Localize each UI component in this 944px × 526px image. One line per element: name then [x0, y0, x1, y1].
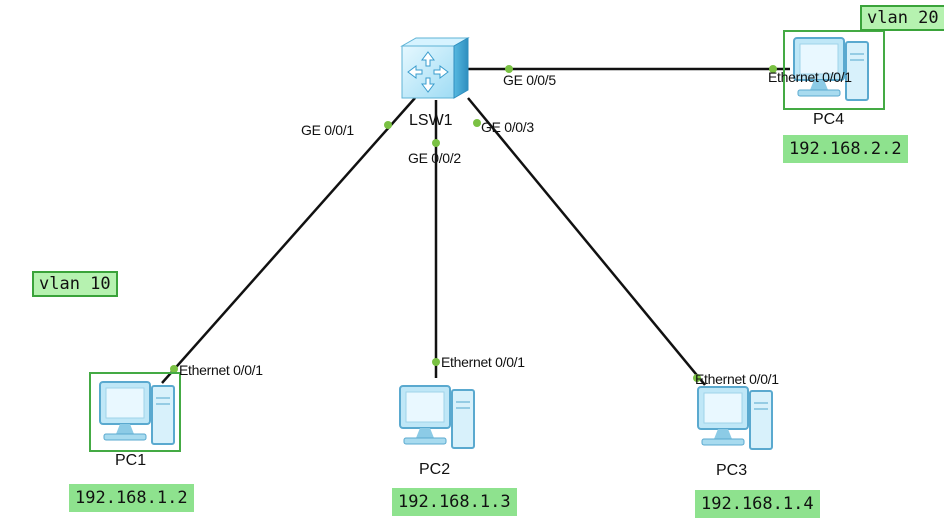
- link-pc3[interactable]: [467, 97, 706, 386]
- pc2-icon[interactable]: [398, 382, 478, 456]
- pc4-icon[interactable]: [792, 34, 872, 108]
- port-label-pc3: Ethernet 0/0/1: [695, 371, 779, 387]
- port-dot-pc1: [170, 365, 178, 373]
- pc4-ip-box: 192.168.2.2: [783, 135, 908, 163]
- port-label-ge001: GE 0/0/1: [301, 122, 354, 138]
- port-label-ge005: GE 0/0/5: [503, 72, 556, 88]
- port-label-ge002: GE 0/0/2: [408, 150, 461, 166]
- pc1-selection-frame: [89, 372, 181, 452]
- port-label-pc4: Ethernet 0/0/1: [768, 69, 852, 85]
- pc3-icon[interactable]: [696, 383, 776, 457]
- port-dot-ge001: [384, 121, 392, 129]
- pc4-selection-frame: [783, 30, 885, 110]
- port-dot-ge003: [473, 119, 481, 127]
- pc3-label: PC3: [716, 462, 748, 479]
- pc1-label: PC1: [115, 452, 147, 469]
- vlan10-box: vlan 10: [32, 271, 118, 297]
- pc2-ip-box: 192.168.1.3: [392, 488, 517, 516]
- pc4-label: PC4: [813, 111, 845, 128]
- switch-label: LSW1: [409, 112, 453, 129]
- port-label-ge003: GE 0/0/3: [481, 119, 534, 135]
- port-label-pc1: Ethernet 0/0/1: [179, 362, 263, 378]
- pc2-label: PC2: [419, 461, 451, 478]
- pc3-ip-box: 192.168.1.4: [695, 490, 820, 518]
- port-dot-pc2: [432, 358, 440, 366]
- pc1-icon[interactable]: [98, 378, 178, 452]
- port-dot-ge005: [505, 65, 513, 73]
- switch-icon[interactable]: [398, 36, 472, 102]
- pc1-ip-box: 192.168.1.2: [69, 484, 194, 512]
- vlan20-box: vlan 20: [860, 5, 944, 31]
- port-label-pc2: Ethernet 0/0/1: [441, 354, 525, 370]
- port-dot-pc3: [693, 374, 701, 382]
- port-dot-pc4: [769, 65, 777, 73]
- link-pc1[interactable]: [161, 97, 416, 384]
- port-dot-ge002: [432, 139, 440, 147]
